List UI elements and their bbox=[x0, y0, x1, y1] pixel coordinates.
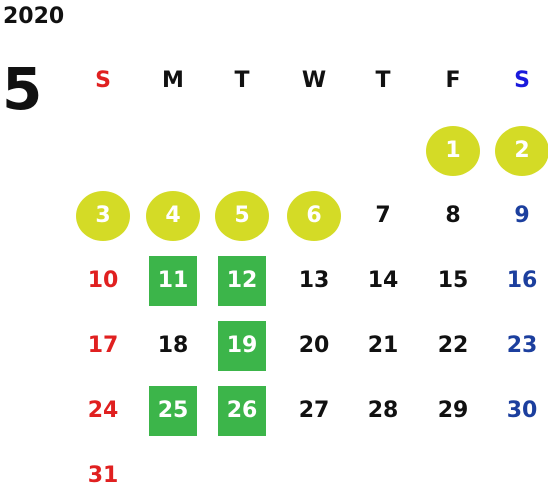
day-cell[interactable]: 6 bbox=[279, 191, 349, 241]
day-number: 10 bbox=[87, 268, 119, 293]
day-cell[interactable]: 20 bbox=[279, 321, 349, 371]
highlight-box-marker bbox=[218, 321, 266, 371]
day-number: 1 bbox=[445, 138, 461, 163]
day-number: 11 bbox=[157, 268, 189, 293]
weekday-header: T bbox=[375, 68, 391, 93]
day-cell[interactable]: 23 bbox=[487, 321, 548, 371]
day-number: 26 bbox=[226, 398, 258, 423]
weekday-header: S bbox=[514, 68, 530, 93]
day-number: 29 bbox=[437, 398, 469, 423]
day-cell[interactable]: 17 bbox=[68, 321, 138, 371]
day-cell[interactable]: 2 bbox=[487, 126, 548, 176]
day-cell[interactable]: 11 bbox=[138, 256, 208, 306]
weekday-header: M bbox=[162, 68, 184, 93]
day-number: 7 bbox=[375, 203, 391, 228]
day-number: 2 bbox=[514, 138, 530, 163]
weekday-header: T bbox=[234, 68, 250, 93]
day-number: 14 bbox=[367, 268, 399, 293]
month-number: 5 bbox=[2, 55, 43, 123]
day-number: 17 bbox=[87, 333, 119, 358]
day-number: 27 bbox=[298, 398, 330, 423]
year-label: 2020 bbox=[3, 4, 65, 29]
day-cell[interactable]: 29 bbox=[418, 386, 488, 436]
day-cell[interactable]: 1 bbox=[418, 126, 488, 176]
day-cell[interactable]: 13 bbox=[279, 256, 349, 306]
day-number: 9 bbox=[514, 203, 530, 228]
day-cell[interactable]: 8 bbox=[418, 191, 488, 241]
day-cell[interactable]: 19 bbox=[207, 321, 277, 371]
highlight-box-marker bbox=[218, 386, 266, 436]
day-cell[interactable]: 18 bbox=[138, 321, 208, 371]
weekday-header: W bbox=[301, 68, 327, 93]
day-number: 13 bbox=[298, 268, 330, 293]
day-cell[interactable]: 22 bbox=[418, 321, 488, 371]
day-number: 24 bbox=[87, 398, 119, 423]
day-number: 8 bbox=[445, 203, 461, 228]
holiday-circle-marker bbox=[287, 191, 341, 241]
highlight-box-marker bbox=[149, 256, 197, 306]
day-number: 12 bbox=[226, 268, 258, 293]
day-number: 15 bbox=[437, 268, 469, 293]
day-cell[interactable]: 12 bbox=[207, 256, 277, 306]
day-cell[interactable]: 25 bbox=[138, 386, 208, 436]
day-number: 23 bbox=[506, 333, 538, 358]
day-cell[interactable]: 4 bbox=[138, 191, 208, 241]
day-cell[interactable]: 9 bbox=[487, 191, 548, 241]
day-cell[interactable]: 16 bbox=[487, 256, 548, 306]
holiday-circle-marker bbox=[215, 191, 269, 241]
day-number: 4 bbox=[165, 203, 181, 228]
day-cell[interactable]: 3 bbox=[68, 191, 138, 241]
day-cell[interactable]: 26 bbox=[207, 386, 277, 436]
day-cell[interactable]: 10 bbox=[68, 256, 138, 306]
day-number: 31 bbox=[87, 463, 119, 488]
day-cell[interactable]: 31 bbox=[68, 451, 138, 501]
highlight-box-marker bbox=[149, 386, 197, 436]
weekday-header: F bbox=[445, 68, 461, 93]
day-number: 28 bbox=[367, 398, 399, 423]
day-number: 30 bbox=[506, 398, 538, 423]
holiday-circle-marker bbox=[76, 191, 130, 241]
day-cell[interactable]: 5 bbox=[207, 191, 277, 241]
day-number: 25 bbox=[157, 398, 189, 423]
day-cell[interactable]: 14 bbox=[348, 256, 418, 306]
day-cell[interactable]: 27 bbox=[279, 386, 349, 436]
day-number: 16 bbox=[506, 268, 538, 293]
day-cell[interactable]: 15 bbox=[418, 256, 488, 306]
day-cell[interactable]: 24 bbox=[68, 386, 138, 436]
highlight-box-marker bbox=[218, 256, 266, 306]
holiday-circle-marker bbox=[426, 126, 480, 176]
day-number: 6 bbox=[306, 203, 322, 228]
day-number: 5 bbox=[234, 203, 250, 228]
day-cell[interactable]: 30 bbox=[487, 386, 548, 436]
day-number: 18 bbox=[157, 333, 189, 358]
day-number: 3 bbox=[95, 203, 111, 228]
day-number: 22 bbox=[437, 333, 469, 358]
day-cell[interactable]: 21 bbox=[348, 321, 418, 371]
day-number: 21 bbox=[367, 333, 399, 358]
day-cell[interactable]: 7 bbox=[348, 191, 418, 241]
weekday-header: S bbox=[95, 68, 111, 93]
day-number: 20 bbox=[298, 333, 330, 358]
day-cell[interactable]: 28 bbox=[348, 386, 418, 436]
holiday-circle-marker bbox=[495, 126, 548, 176]
holiday-circle-marker bbox=[146, 191, 200, 241]
day-number: 19 bbox=[226, 333, 258, 358]
